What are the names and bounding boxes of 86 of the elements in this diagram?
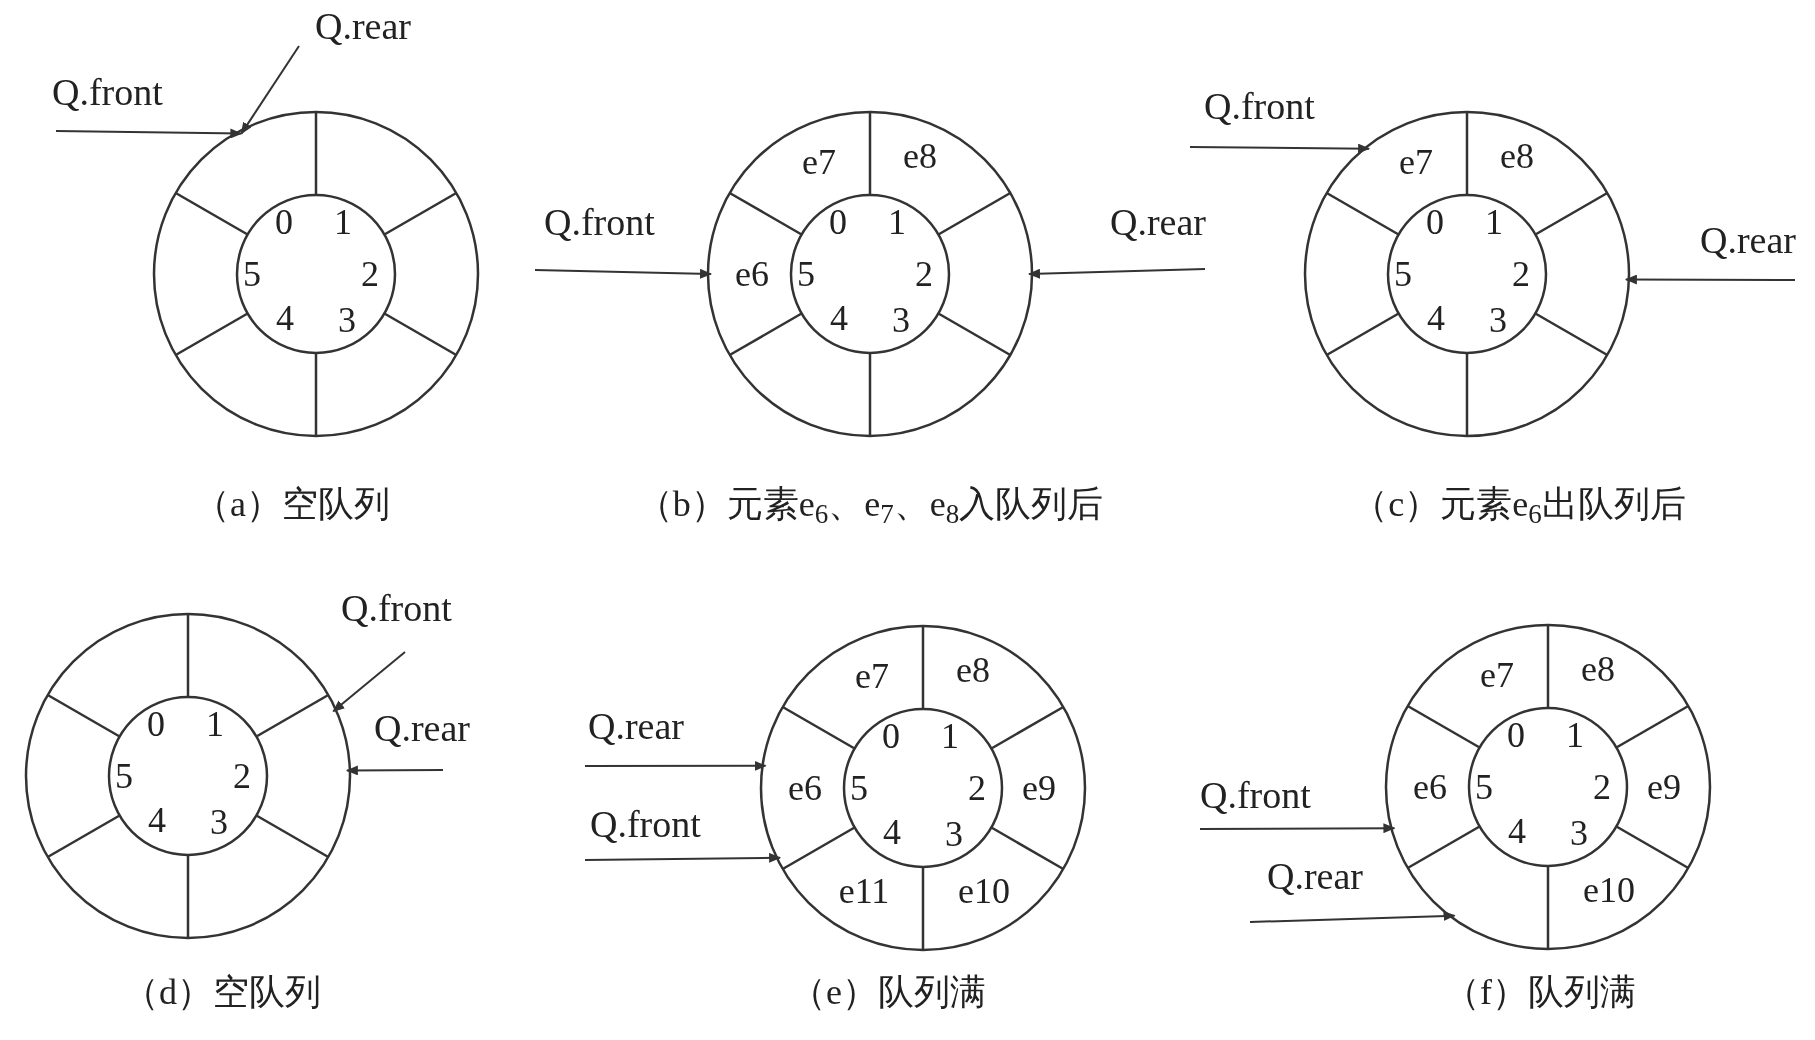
slot-index: 4 (830, 300, 848, 336)
pointer-arrow (584, 852, 782, 863)
element-label: e7 (1399, 144, 1433, 180)
pointer-arrow (584, 760, 767, 771)
pointer-label: Q.rear (374, 708, 470, 750)
element-label: e6 (735, 256, 769, 292)
figure-caption: （d）空队列 (123, 973, 321, 1013)
figure-caption: （f）队列满 (1444, 973, 1636, 1013)
slot-index: 3 (210, 804, 228, 840)
pointer-label: Q.front (52, 72, 163, 114)
pointer-label: Q.rear (1267, 856, 1363, 898)
element-label: e8 (1581, 651, 1615, 687)
slot-index: 2 (361, 256, 379, 292)
circular-queue-ring (1384, 623, 1712, 951)
slot-index: 3 (1489, 302, 1507, 338)
pointer-label: Q.front (341, 588, 452, 630)
pointer-arrow (534, 268, 712, 279)
slot-index: 0 (147, 706, 165, 742)
pointer-label: Q.front (544, 202, 655, 244)
element-label: e7 (855, 658, 889, 694)
element-label: e8 (956, 652, 990, 688)
element-label: e11 (838, 873, 890, 909)
pointer-arrow (55, 128, 243, 139)
slot-index: 5 (850, 770, 868, 806)
slot-index: 2 (233, 758, 251, 794)
slot-index: 1 (1566, 717, 1584, 753)
slot-index: 0 (1507, 717, 1525, 753)
slot-index: 2 (968, 770, 986, 806)
pointer-label: Q.front (590, 804, 701, 846)
element-label: e9 (1647, 769, 1681, 805)
slot-index: 1 (334, 204, 352, 240)
element-label: e10 (958, 873, 1010, 909)
pointer-arrow (1249, 911, 1456, 923)
slot-index: 4 (148, 802, 166, 838)
pointer-label: Q.front (1200, 775, 1311, 817)
element-label: e6 (1413, 769, 1447, 805)
pointer-arrow (332, 651, 406, 713)
element-label: e8 (1500, 138, 1534, 174)
slot-index: 3 (945, 816, 963, 852)
figure-caption: （e）队列满 (790, 973, 986, 1013)
pointer-label: Q.front (1204, 86, 1315, 128)
slot-index: 1 (1485, 204, 1503, 240)
slot-index: 5 (115, 758, 133, 794)
figure-caption: （b）元素e$_{6}$、e$_{7}$、e$_{8}$入队列后 (636, 485, 1104, 525)
slot-index: 0 (882, 718, 900, 754)
slot-index: 2 (1593, 769, 1611, 805)
slot-index: 4 (276, 300, 294, 336)
slot-index: 3 (1570, 815, 1588, 851)
element-label: e6 (788, 770, 822, 806)
circular-queue-ring (706, 110, 1034, 438)
figure-caption: （a）空队列 (194, 485, 390, 525)
pointer-label: Q.rear (1110, 202, 1206, 244)
element-label: e9 (1022, 770, 1056, 806)
slot-index: 5 (797, 256, 815, 292)
slot-index: 4 (1508, 813, 1526, 849)
slot-index: 0 (829, 204, 847, 240)
pointer-arrow (1028, 268, 1206, 279)
slot-index: 3 (338, 302, 356, 338)
slot-index: 1 (941, 718, 959, 754)
element-label: e10 (1583, 872, 1635, 908)
slot-index: 4 (883, 814, 901, 850)
pointer-label: Q.rear (315, 6, 411, 48)
slot-index: 2 (1512, 256, 1530, 292)
element-label: e8 (903, 138, 937, 174)
slot-index: 0 (275, 204, 293, 240)
slot-index: 1 (888, 204, 906, 240)
circular-queue-ring (759, 624, 1087, 952)
pointer-arrow (1624, 274, 1796, 285)
pointer-label: Q.rear (1700, 220, 1796, 262)
slot-index: 5 (1475, 769, 1493, 805)
pointer-arrow (345, 765, 444, 776)
slot-index: 5 (243, 256, 261, 292)
pointer-arrow (1189, 143, 1371, 154)
slot-index: 2 (915, 256, 933, 292)
element-label: e7 (802, 144, 836, 180)
pointer-label: Q.rear (588, 706, 684, 748)
slot-index: 4 (1427, 300, 1445, 336)
figure-caption: （c）元素e$_{6}$出队列后 (1352, 485, 1686, 525)
pointer-arrow (1199, 823, 1396, 834)
slot-index: 5 (1394, 256, 1412, 292)
slot-index: 1 (206, 706, 224, 742)
circular-queue-ring (152, 110, 480, 438)
slot-index: 3 (892, 302, 910, 338)
pointer-arrow (240, 45, 300, 135)
slot-index: 0 (1426, 204, 1444, 240)
element-label: e7 (1480, 657, 1514, 693)
